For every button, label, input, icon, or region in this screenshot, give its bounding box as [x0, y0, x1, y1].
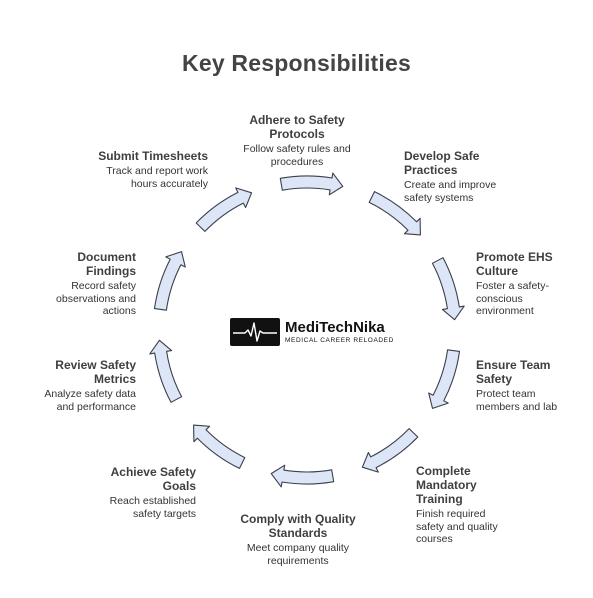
- item-title: Document Findings: [77, 250, 136, 278]
- cycle-arrow: [195, 187, 253, 232]
- item-desc: Finish required safety and quality cours…: [416, 508, 498, 545]
- item-document-findings: Document Findings Record safety observat…: [36, 250, 136, 318]
- item-promote-ehs-culture: Promote EHS Culture Foster a safety-cons…: [476, 250, 576, 318]
- logo-tagline: MEDICAL CAREER RELOADED: [285, 337, 394, 344]
- item-title: Review Safety Metrics: [55, 358, 136, 386]
- item-comply-quality-standards: Comply with Quality Standards Meet compa…: [236, 512, 360, 567]
- item-desc: Record safety observations and actions: [56, 280, 136, 317]
- item-review-safety-metrics: Review Safety Metrics Analyze safety dat…: [36, 358, 136, 413]
- item-desc: Foster a safety-conscious environment: [476, 280, 549, 317]
- item-title: Develop Safe Practices: [404, 149, 480, 177]
- item-title: Submit Timesheets: [98, 149, 208, 163]
- item-title: Ensure Team Safety: [476, 358, 551, 386]
- item-desc: Track and report work hours accurately: [106, 165, 208, 190]
- page-title: Key Responsibilities: [182, 50, 411, 76]
- item-desc: Follow safety rules and procedures: [243, 143, 351, 168]
- item-desc: Create and improve safety systems: [404, 179, 497, 204]
- logo-name: MediTechNika: [285, 319, 385, 336]
- item-develop-safe-practices: Develop Safe Practices Create and improv…: [404, 149, 504, 204]
- item-desc: Analyze safety data and performance: [44, 388, 136, 413]
- item-achieve-safety-goals: Achieve Safety Goals Reach established s…: [96, 465, 196, 520]
- cycle-arrow: [279, 172, 344, 196]
- cycle-arrow: [149, 339, 183, 403]
- cycle-arrow: [361, 428, 419, 473]
- cycle-arrow: [193, 424, 246, 469]
- cycle-arrow: [428, 349, 461, 409]
- logo-mark: [230, 318, 280, 346]
- item-complete-mandatory-training: Complete Mandatory Training Finish requi…: [416, 464, 516, 546]
- cycle-arrow: [431, 257, 465, 321]
- item-ensure-team-safety: Ensure Team Safety Protect team members …: [476, 358, 576, 413]
- item-adhere-safety-protocols: Adhere to Safety Protocols Follow safety…: [222, 113, 372, 168]
- meditechnika-logo: MediTechNika MEDICAL CAREER RELOADED: [230, 318, 393, 348]
- item-title: Comply with Quality Standards: [240, 512, 356, 540]
- item-title: Promote EHS Culture: [476, 250, 553, 278]
- item-desc: Meet company quality requirements: [246, 542, 350, 567]
- cycle-arrow: [368, 191, 421, 236]
- item-title: Complete Mandatory Training: [416, 464, 477, 506]
- cycle-arrow: [270, 464, 335, 488]
- item-desc: Reach established safety targets: [109, 495, 196, 520]
- item-submit-timesheets: Submit Timesheets Track and report work …: [98, 149, 208, 190]
- item-title: Adhere to Safety Protocols: [249, 113, 345, 141]
- item-title: Achieve Safety Goals: [110, 465, 196, 493]
- heartbeat-icon: [233, 322, 277, 342]
- item-desc: Protect team members and lab: [476, 388, 558, 413]
- cycle-arrow: [153, 251, 186, 311]
